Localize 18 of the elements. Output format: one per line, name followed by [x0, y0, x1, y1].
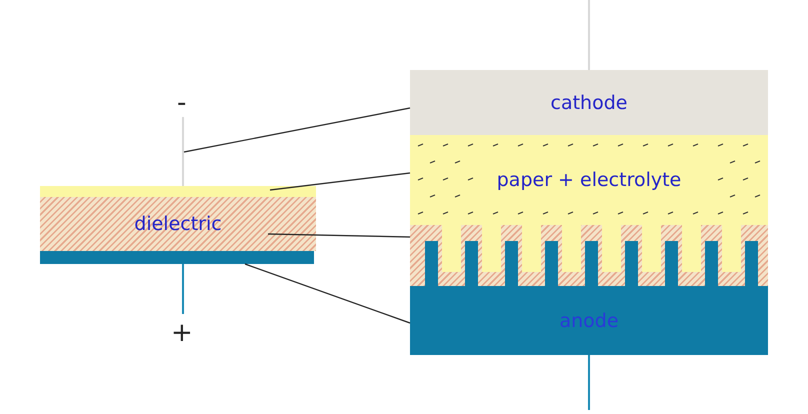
positive-lead-wire [182, 264, 184, 314]
leader-line [244, 263, 410, 324]
layer-label: dielectric [134, 213, 222, 235]
leader-line [270, 172, 410, 191]
polarity-sign: - [177, 90, 186, 116]
polarity-sign: + [171, 320, 193, 346]
layer-label: cathode [550, 92, 628, 114]
paper-electrolyte-layer [410, 135, 768, 225]
negative-lead-wire [182, 117, 184, 186]
leader-line [184, 107, 410, 153]
electrolyte-layer [40, 186, 316, 197]
layer-label: paper + electrolyte [496, 169, 682, 191]
dielectric-layer [40, 197, 316, 251]
cathode-layer [410, 70, 768, 135]
leader-line [268, 233, 410, 238]
anode-block [410, 286, 768, 355]
layer-label: anode [559, 310, 619, 332]
anode-layer [40, 251, 314, 264]
